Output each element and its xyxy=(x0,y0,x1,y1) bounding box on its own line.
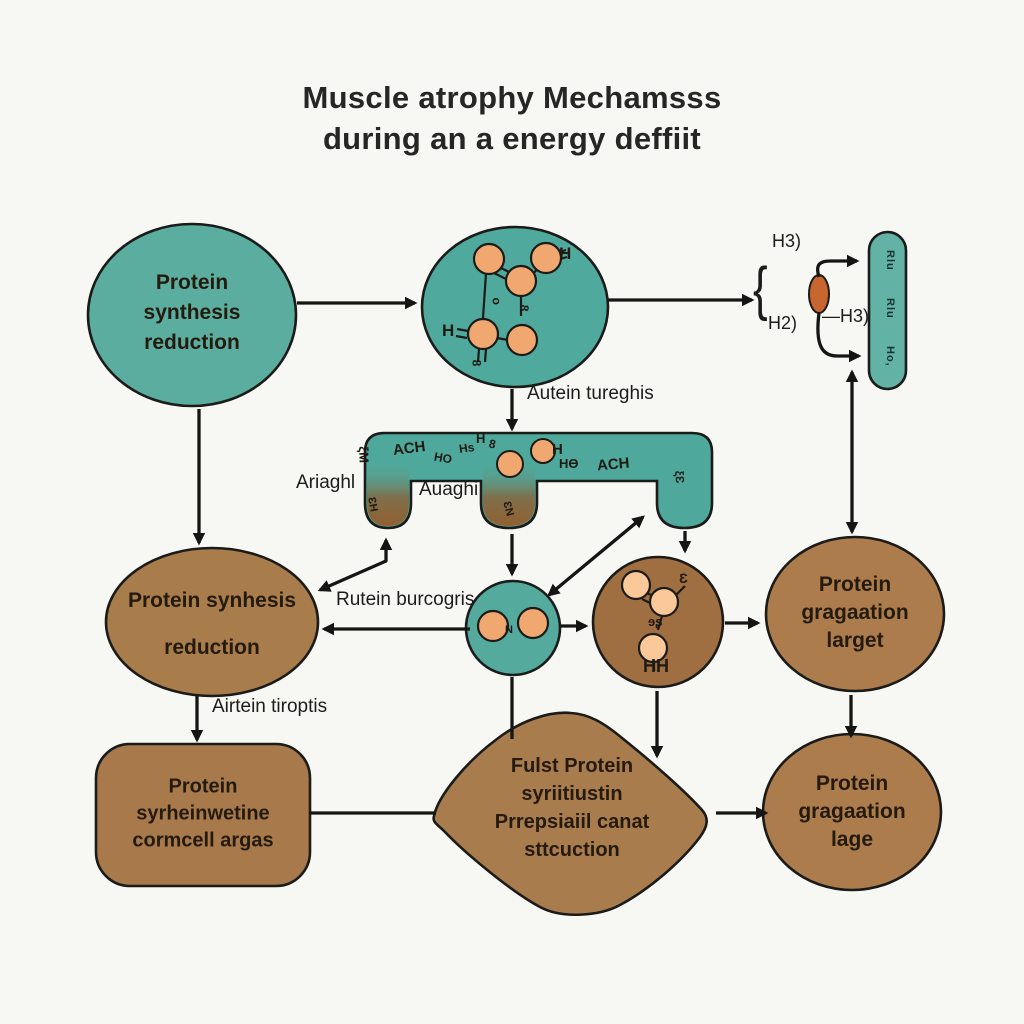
bar-hs: Hs xyxy=(458,440,476,456)
node-line: sttcuction xyxy=(524,839,620,861)
bottom-diamond-shape xyxy=(432,711,708,916)
capsule-glyph-2: Rlu xyxy=(884,298,896,319)
brown-molecule-hh: HH xyxy=(643,656,669,676)
node-line: lage xyxy=(830,828,874,851)
top-molecule-ellipse-shape xyxy=(420,225,610,389)
brown-molecule-mid: ɘʂ xyxy=(648,614,663,629)
node-line: larget xyxy=(826,629,884,652)
node-line: Fulst Protein xyxy=(510,755,634,777)
label-auaghi: Auaghi xyxy=(419,479,479,500)
label-h3-side: —H3) xyxy=(822,306,870,326)
top-molecule-h-left: H xyxy=(442,321,455,340)
label-autein-turghis: Autein tureghis xyxy=(527,383,654,404)
bar-h8: HƟ xyxy=(559,456,579,471)
bar-atoms xyxy=(496,438,556,478)
node-line: Protein xyxy=(815,772,889,795)
brown-molecule-eps: Ɛ xyxy=(679,570,688,586)
node-bottom-right-circle-text: Protein gragaation lage xyxy=(798,770,905,854)
capsule-glyph-1: Rlu xyxy=(884,250,896,271)
node-line: Protein synhesis xyxy=(127,589,297,612)
teal-capsule-shape xyxy=(867,230,908,391)
node-mid-left-ellipse-text: Protein synhesis reduction xyxy=(128,577,296,671)
node-mid-right-ellipse-text: Protein gragaation larget xyxy=(801,571,908,655)
label-ariaghl: Ariaghl xyxy=(296,472,356,493)
label-artein-turoptis: Airtein tiroptis xyxy=(212,696,328,717)
node-line: syriitiustin xyxy=(521,783,623,805)
title-line-2: during an a energy deffiit xyxy=(322,121,702,156)
bar-ho: HO xyxy=(432,449,454,467)
node-line: cormcell argas xyxy=(132,829,274,852)
mid-right-ellipse-shape xyxy=(764,535,946,693)
node-line: synthesis xyxy=(143,301,241,324)
node-bottom-left-box-text: Protein syrheinwetine cormcell argas xyxy=(132,774,273,855)
node-line: Protein xyxy=(818,573,892,596)
bar-prong1-glyph: ƐH xyxy=(365,496,380,513)
top-left-circle-shape xyxy=(86,222,298,408)
bar-oh-h: H xyxy=(552,441,563,458)
bar-prong2-gradient xyxy=(483,461,535,526)
bottom-left-box-shape xyxy=(94,742,312,888)
node-line: Protein xyxy=(155,271,229,294)
label-h3-top: H3) xyxy=(772,231,802,251)
arrow-small-circle-to-prong3 xyxy=(547,515,645,597)
node-line: gragaation xyxy=(798,800,906,823)
node-line: syrheinwetine xyxy=(136,802,270,825)
node-line: Protein xyxy=(168,775,238,798)
arrow-midleft-to-prong1 xyxy=(317,537,393,592)
curly-brace-glyph: { xyxy=(753,256,768,323)
bar-squiggle-left: ξM xyxy=(356,446,372,464)
node-top-left-circle-text: Protein synthesis reduction xyxy=(144,268,241,358)
node-line: gragaation xyxy=(801,601,909,624)
label-rutein-burcogris: Rutein burcogris xyxy=(336,589,475,610)
top-molecule-glyph-8b: 8 xyxy=(469,359,484,367)
small-circle-atoms xyxy=(476,606,550,643)
title-line-1: Muscle atrophy Mechamsss xyxy=(302,80,722,115)
capsule-glyph-3: Ho, xyxy=(884,346,896,367)
top-molecule-glyph-8a: 8 xyxy=(517,304,532,312)
node-line: reduction xyxy=(164,636,260,659)
node-line: reduction xyxy=(144,331,240,354)
top-molecule-h-right: H xyxy=(559,244,572,263)
top-molecule-atoms xyxy=(466,241,563,357)
node-bottom-diamond-text: Fulst Protein syriitiustin Prrepsiaiil c… xyxy=(495,752,650,864)
bar-eps-right: ξƐ xyxy=(672,470,688,485)
bar-prong1-gradient xyxy=(367,461,409,526)
arrow-oval-bottom-to-capsule xyxy=(816,312,862,363)
bar-ach2: ACH xyxy=(596,454,631,475)
bar-h: H xyxy=(476,431,486,446)
node-line: Prrepsiaiil canat xyxy=(494,811,650,833)
small-circle-n: N xyxy=(505,624,513,636)
pronged-bar-outline xyxy=(363,431,714,530)
mid-left-ellipse-shape xyxy=(104,546,320,698)
label-h2-left: H2) xyxy=(768,313,798,333)
arrow-oval-top-to-capsule xyxy=(815,254,860,278)
